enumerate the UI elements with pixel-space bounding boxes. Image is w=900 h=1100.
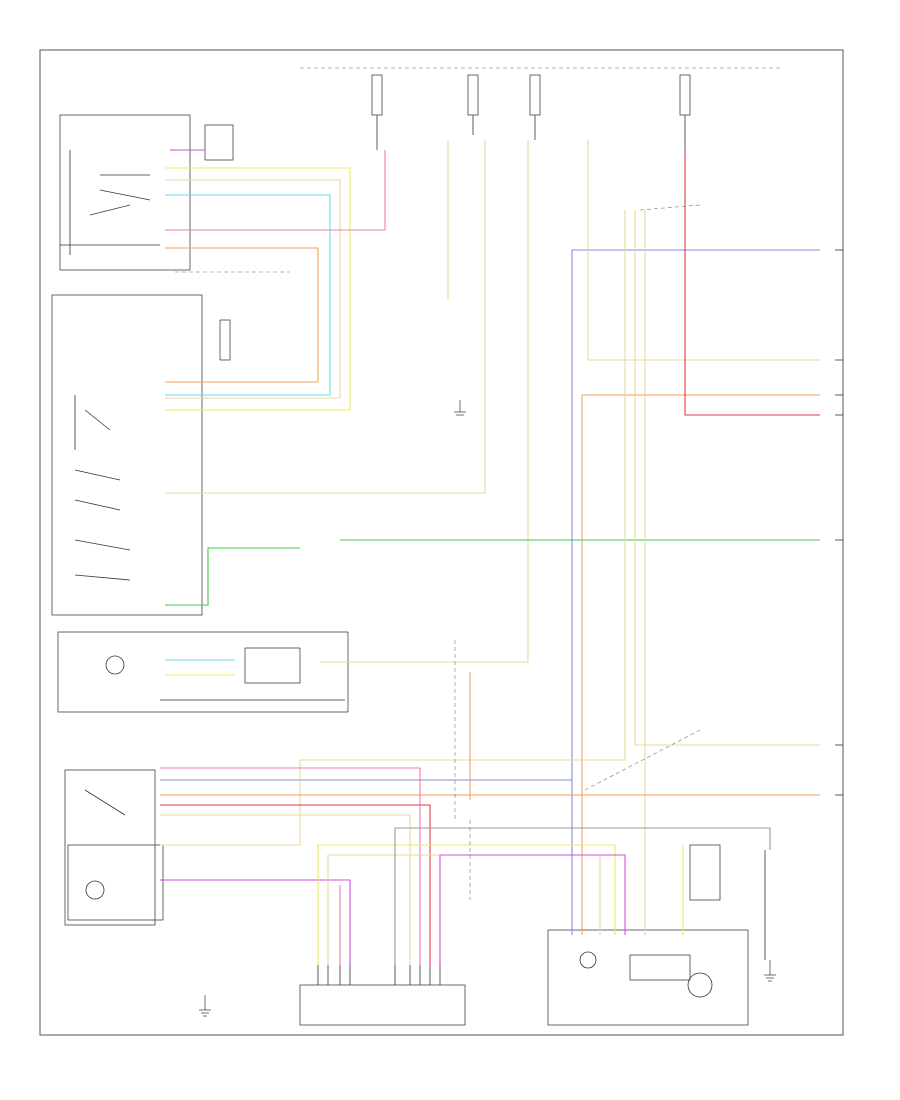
wire-green-2	[165, 547, 300, 606]
wire-tan-5	[587, 140, 820, 361]
wire-tan-1	[165, 179, 341, 399]
wire-tan-10	[327, 854, 601, 965]
wire-tan-7	[634, 210, 820, 746]
connector-ticks	[835, 249, 843, 796]
aux-module	[689, 844, 766, 960]
wire-tan-9	[160, 814, 411, 965]
fuse-block-top	[300, 67, 780, 150]
wire-tan-3	[320, 140, 529, 663]
diagram-frame	[39, 49, 844, 1036]
wire-magenta-3	[439, 854, 626, 965]
wire-yellow-2	[317, 844, 616, 965]
wire-cyan-1	[165, 194, 331, 396]
hvac-module-bottom	[299, 984, 466, 1026]
wire-harness	[160, 140, 820, 965]
wire-gray-1	[394, 827, 771, 965]
wire-pink-2	[160, 767, 421, 965]
wire-orange-1	[165, 247, 319, 383]
wire-yellow-1	[165, 167, 351, 411]
switch-assembly-upper	[59, 114, 234, 271]
leader-lines	[454, 204, 701, 900]
rear-hvac-assembly	[547, 929, 749, 1026]
hvac-control-assembly	[57, 631, 349, 713]
rear-blower-assembly	[64, 769, 164, 926]
wire-tan-2	[165, 140, 486, 494]
climate-control-module	[51, 271, 290, 616]
wire-pink-1	[165, 150, 386, 231]
ground-symbols	[199, 400, 776, 1017]
wire-tan-6	[160, 210, 626, 846]
wire-orange-2	[581, 394, 820, 935]
wire-magenta-2	[160, 879, 351, 965]
wire-blue-1	[571, 249, 820, 935]
module-pins	[317, 965, 441, 985]
wire-red-2	[160, 804, 431, 965]
wire-red-1	[684, 150, 820, 416]
